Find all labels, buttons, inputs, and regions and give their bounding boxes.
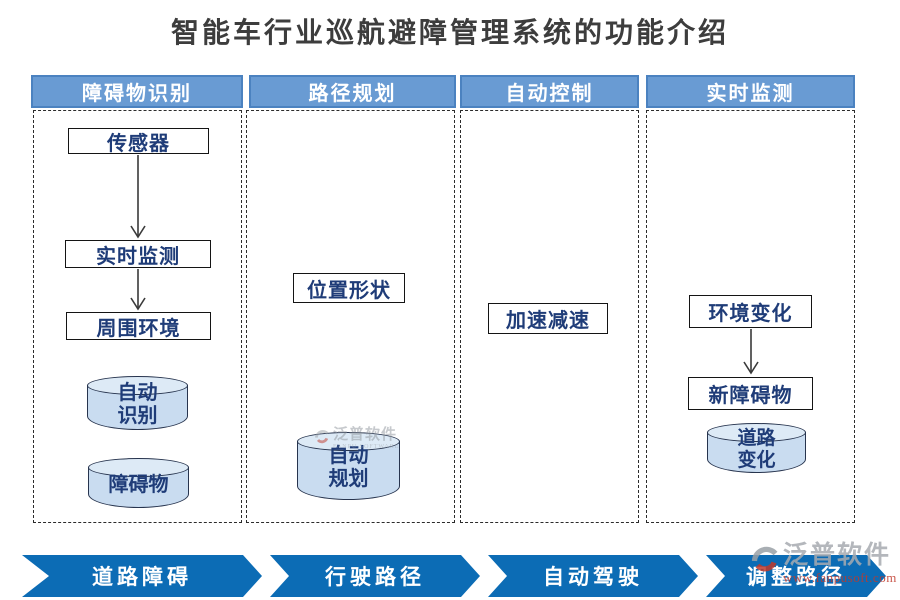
node-label: 位置形状	[307, 279, 391, 302]
process-arrow-label: 道路障碍	[92, 565, 192, 589]
node-label: 加速减速	[506, 310, 590, 332]
node-label: 周围环境	[96, 317, 181, 340]
column-obstacle-recognition	[33, 110, 242, 523]
watermark-fanpu-small: 泛普软件 FANPU SOFTWARE	[314, 428, 399, 450]
node-surrounding-environment: 周围环境	[66, 312, 211, 340]
node-new-obstacle: 新障碍物	[688, 377, 813, 410]
node-sensor: 传感器	[68, 128, 209, 155]
watermark-fanpu: 泛普软件 www.fanpusoft.com	[750, 543, 897, 586]
process-arrow-label: 自动驾驶	[543, 565, 643, 589]
arrow-envchange-to-newobstacle	[743, 329, 759, 375]
arrow-monitoring-to-environment	[130, 269, 146, 311]
cylinder-label: 自动规划	[328, 445, 369, 490]
process-arrow-auto-driving: 自动驾驶	[488, 555, 698, 597]
page-title: 智能车行业巡航避障管理系统的功能介绍	[170, 18, 729, 49]
cylinder-label: 障碍物	[108, 473, 169, 496]
node-label: 传感器	[107, 132, 170, 155]
column-header-auto-control: 自动控制	[460, 75, 639, 108]
column-header-obstacle-recognition: 障碍物识别	[31, 75, 243, 108]
column-header-path-planning: 路径规划	[249, 75, 456, 108]
process-arrow-label: 行驶路径	[325, 565, 425, 589]
node-label: 实时监测	[96, 245, 180, 268]
watermark-url: www.fanpusoft.com	[783, 570, 897, 585]
cylinder-top	[297, 432, 400, 451]
column-header-label: 自动控制	[505, 83, 594, 105]
column-header-label: 路径规划	[308, 83, 397, 105]
cylinder-body	[297, 441, 400, 500]
watermark-name: 泛普软件	[783, 542, 892, 569]
column-path-planning	[246, 110, 455, 523]
column-realtime-monitoring	[646, 110, 855, 523]
process-arrow-adjust-path: 调整路径	[706, 555, 886, 597]
cylinder-road-change: 道路变化	[707, 423, 806, 473]
column-auto-control	[460, 110, 639, 523]
node-label: 环境变化	[708, 303, 793, 325]
watermark-name: 泛普软件	[333, 427, 398, 443]
node-environment-change: 环境变化	[689, 295, 812, 328]
cylinder-top	[87, 376, 188, 395]
process-arrow-road-obstacle: 道路障碍	[22, 555, 262, 597]
column-header-label: 实时监测	[706, 83, 795, 105]
cylinder-top	[88, 458, 189, 477]
node-accelerate-decelerate: 加速减速	[488, 303, 608, 334]
cylinder-label: 自动识别	[117, 382, 158, 427]
node-realtime-monitoring: 实时监测	[65, 240, 211, 268]
cylinder-label: 道路变化	[737, 428, 776, 471]
cylinder-auto-planning: 自动规划	[297, 432, 400, 500]
process-arrow-driving-path: 行驶路径	[270, 555, 480, 597]
arrow-sensor-to-monitoring	[130, 155, 146, 239]
cylinder-auto-recognition: 自动识别	[87, 376, 188, 430]
node-label: 新障碍物	[708, 385, 793, 407]
cylinder-obstacle: 障碍物	[88, 458, 189, 508]
node-position-shape: 位置形状	[293, 273, 405, 303]
cylinder-top	[707, 423, 806, 442]
column-header-realtime-monitoring: 实时监测	[646, 75, 855, 108]
watermark-subtitle: FANPU SOFTWARE	[333, 444, 400, 450]
fanpu-logo-icon	[751, 546, 778, 572]
column-header-label: 障碍物识别	[82, 83, 192, 105]
fanpu-logo-icon	[315, 430, 329, 444]
